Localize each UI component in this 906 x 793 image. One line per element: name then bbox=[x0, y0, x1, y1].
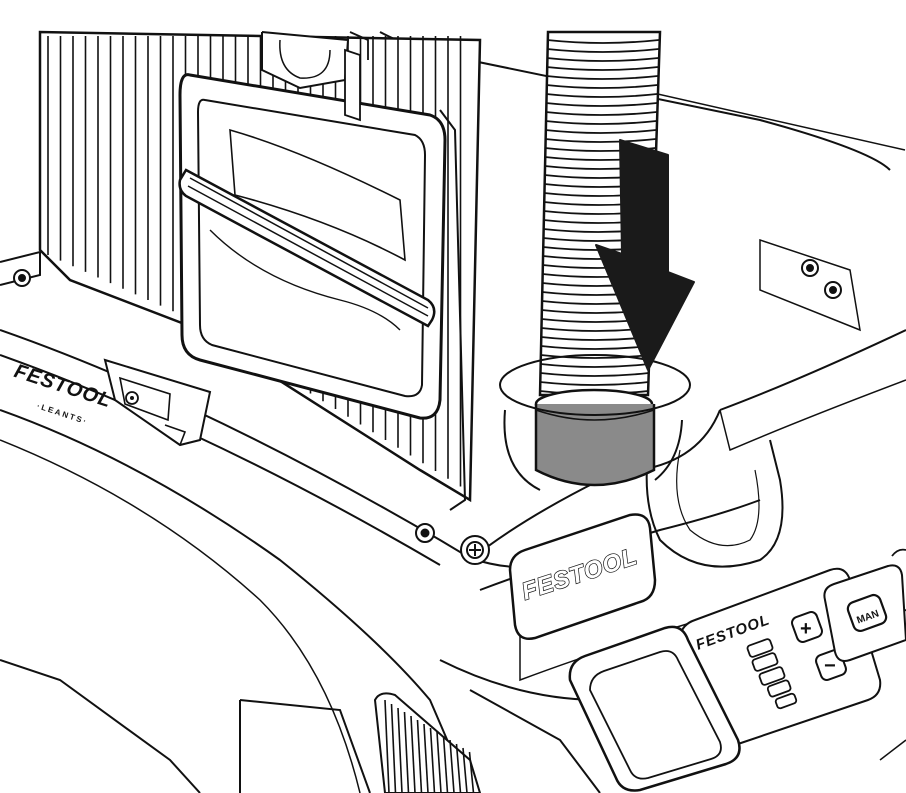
man-button[interactable]: MAN bbox=[846, 593, 888, 633]
grip-bar[interactable] bbox=[178, 168, 436, 328]
screw-icon bbox=[13, 269, 31, 287]
brand-left-sub: ·LEANTS· bbox=[36, 401, 89, 426]
power-switch[interactable] bbox=[568, 625, 741, 792]
left-brand: FESTOOL ·LEANTS· bbox=[11, 360, 114, 426]
screw-icon bbox=[415, 523, 435, 543]
screw-icon bbox=[801, 259, 819, 277]
side-latch[interactable] bbox=[103, 358, 212, 447]
man-button-panel: MAN bbox=[823, 564, 906, 662]
lid-handle[interactable] bbox=[178, 31, 447, 420]
plus-icon: + bbox=[800, 618, 812, 640]
power-level-indicator bbox=[746, 638, 798, 710]
lid-latch[interactable] bbox=[261, 31, 361, 122]
screw-icon bbox=[824, 281, 842, 299]
minus-icon: − bbox=[824, 655, 836, 677]
hose-collar bbox=[534, 388, 656, 487]
front-brand-badge: FESTOOL bbox=[508, 513, 657, 640]
screw-icon bbox=[460, 535, 490, 565]
plus-button[interactable]: + bbox=[790, 610, 823, 643]
vent-grille bbox=[373, 692, 482, 793]
arrow-down-icon bbox=[595, 139, 695, 371]
